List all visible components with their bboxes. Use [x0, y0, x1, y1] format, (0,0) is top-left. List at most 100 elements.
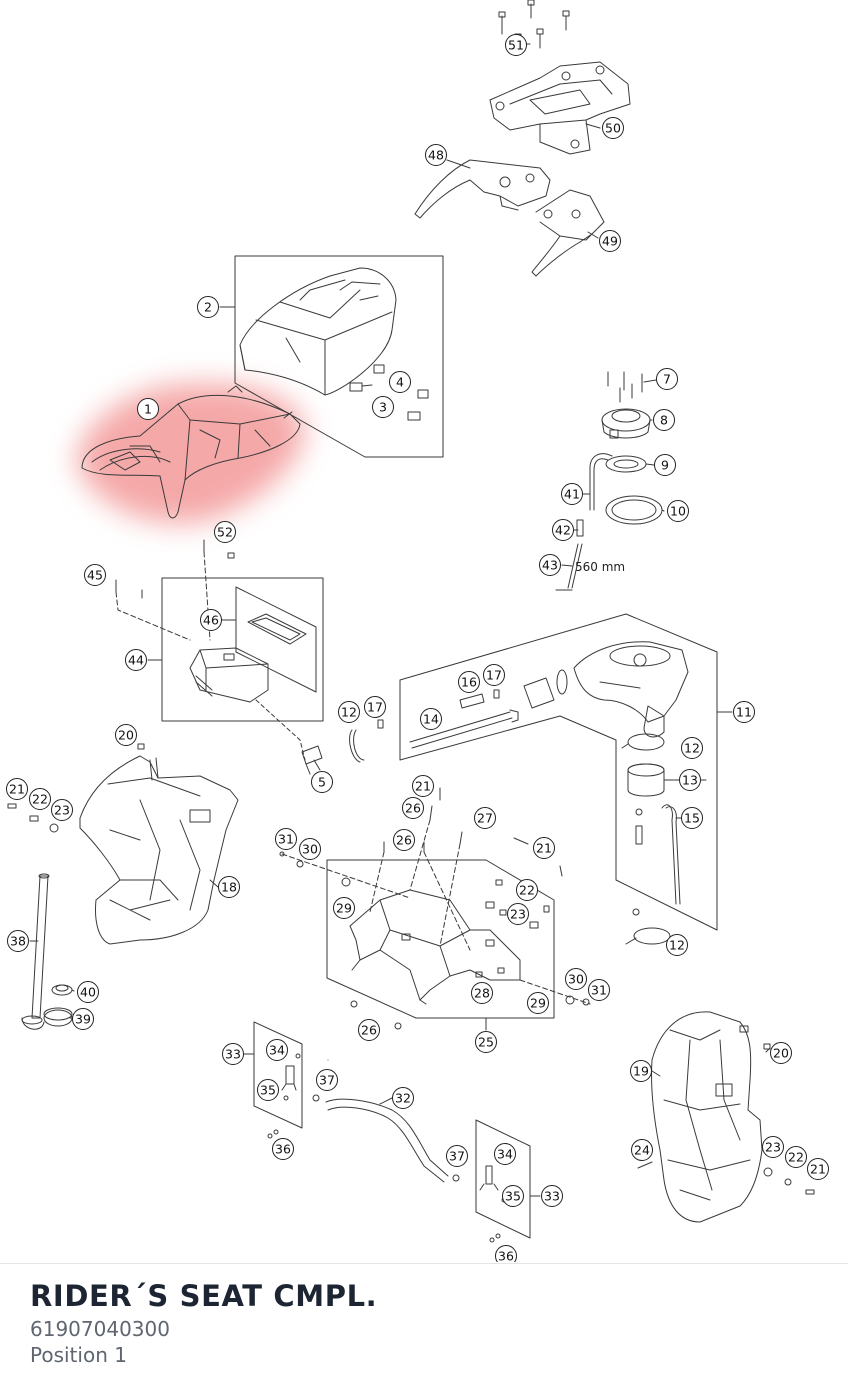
callout-c16[interactable]: 16	[458, 671, 480, 693]
fuel-hose-32-part[interactable]	[312, 1094, 460, 1183]
fuel-line-41-part[interactable]	[589, 453, 613, 511]
callout-c38[interactable]: 38	[7, 930, 29, 952]
callout-c31a[interactable]: 31	[275, 828, 297, 850]
callout-c7[interactable]: 7	[656, 368, 678, 390]
sleeve-16-part[interactable]	[459, 693, 485, 709]
callout-c21c[interactable]: 21	[533, 837, 555, 859]
tank-left-small-parts[interactable]	[7, 743, 145, 833]
frame-screws[interactable]	[279, 787, 591, 1030]
callout-c23a[interactable]: 23	[51, 799, 73, 821]
rubber-sleeve-part[interactable]	[523, 669, 568, 709]
callout-c37b[interactable]: 37	[446, 1145, 468, 1167]
callout-c51[interactable]: 51	[505, 34, 527, 56]
seal-ring-40-part[interactable]	[51, 984, 73, 996]
callout-c35b[interactable]: 35	[502, 1185, 524, 1207]
callout-c39[interactable]: 39	[72, 1008, 94, 1030]
fuel-level-sensor-part[interactable]	[267, 1053, 507, 1243]
filler-neck-part[interactable]	[573, 641, 689, 738]
callout-c49[interactable]: 49	[599, 230, 621, 252]
callout-c34b[interactable]: 34	[494, 1143, 516, 1165]
canister-screws[interactable]	[115, 539, 306, 761]
callout-c43[interactable]: 43	[539, 554, 561, 576]
callout-c10[interactable]: 10	[667, 500, 689, 522]
tank-ring-part[interactable]	[605, 495, 663, 525]
callout-c30b[interactable]: 30	[565, 968, 587, 990]
pillion-seat-part[interactable]	[239, 267, 397, 396]
callout-c4[interactable]: 4	[389, 371, 411, 393]
fuel-hose-14-part[interactable]	[409, 709, 519, 749]
callout-c25[interactable]: 25	[475, 1031, 497, 1053]
callout-c35a[interactable]: 35	[257, 1079, 279, 1101]
callout-c15[interactable]: 15	[681, 807, 703, 829]
callout-c33b[interactable]: 33	[541, 1185, 563, 1207]
callout-c37a[interactable]: 37	[316, 1069, 338, 1091]
callout-c26b[interactable]: 26	[393, 829, 415, 851]
callout-c22c[interactable]: 22	[785, 1146, 807, 1168]
callout-c36a[interactable]: 36	[272, 1138, 294, 1160]
callout-c41[interactable]: 41	[561, 483, 583, 505]
callout-c14[interactable]: 14	[420, 708, 442, 730]
callout-c22a[interactable]: 22	[29, 788, 51, 810]
fuel-tank-left-part[interactable]	[79, 755, 239, 945]
callout-c26a[interactable]: 26	[402, 797, 424, 819]
callout-c23b[interactable]: 23	[507, 903, 529, 925]
callout-c27[interactable]: 27	[474, 807, 496, 829]
callout-c9[interactable]: 9	[654, 454, 676, 476]
tank-pipe-38-part[interactable]	[21, 873, 50, 1030]
callout-c21a[interactable]: 21	[6, 778, 28, 800]
callout-c11[interactable]: 11	[733, 701, 755, 723]
callout-c46[interactable]: 46	[200, 609, 222, 631]
flange-seal-part[interactable]	[605, 455, 647, 473]
callout-c28[interactable]: 28	[471, 982, 493, 1004]
callout-c40[interactable]: 40	[77, 981, 99, 1003]
hose-clamp-12-part[interactable]	[627, 733, 671, 945]
grab-handle-right-part[interactable]	[531, 189, 605, 277]
callout-c50[interactable]: 50	[602, 117, 624, 139]
callout-c18[interactable]: 18	[218, 876, 240, 898]
callout-c42[interactable]: 42	[552, 519, 574, 541]
callout-c17b[interactable]: 17	[364, 696, 386, 718]
breather-hose-15-part[interactable]	[635, 804, 681, 905]
breather-hose-43-part[interactable]	[555, 543, 583, 591]
callout-c29a[interactable]: 29	[333, 897, 355, 919]
callout-c32[interactable]: 32	[392, 1087, 414, 1109]
cap-39-part[interactable]	[43, 1007, 73, 1027]
pump-screws-7[interactable]	[607, 371, 643, 403]
callout-c26c[interactable]: 26	[358, 1019, 380, 1041]
callout-c17a[interactable]: 17	[483, 664, 505, 686]
callout-c30a[interactable]: 30	[299, 838, 321, 860]
tank-right-small-parts[interactable]	[637, 1043, 815, 1195]
callout-c21b[interactable]: 21	[412, 775, 434, 797]
valve-5-part[interactable]	[301, 745, 323, 775]
callout-c2[interactable]: 2	[197, 296, 219, 318]
hose-clamp-42-part[interactable]	[576, 519, 584, 537]
tank-support-frame-part[interactable]	[349, 889, 521, 1005]
callout-c44[interactable]: 44	[125, 649, 147, 671]
callout-c13[interactable]: 13	[679, 769, 701, 791]
callout-c3[interactable]: 3	[372, 396, 394, 418]
fuel-pump-flange-part[interactable]	[601, 408, 651, 439]
callout-c48[interactable]: 48	[425, 144, 447, 166]
callout-c24[interactable]: 24	[631, 1139, 653, 1161]
carrier-plate-part[interactable]	[489, 61, 631, 155]
o-ring-12-part[interactable]	[349, 729, 365, 763]
callout-c21d[interactable]: 21	[807, 1158, 829, 1180]
callout-c31b[interactable]: 31	[588, 979, 610, 1001]
fuel-tank-right-part[interactable]	[650, 1011, 763, 1223]
callout-c12a[interactable]: 12	[338, 701, 360, 723]
callout-c36b[interactable]: 36	[495, 1245, 517, 1263]
callout-c5[interactable]: 5	[311, 771, 333, 793]
callout-c20a[interactable]: 20	[115, 724, 137, 746]
callout-c45[interactable]: 45	[84, 564, 106, 586]
callout-c20b[interactable]: 20	[770, 1042, 792, 1064]
activated-charcoal-canister-part[interactable]	[189, 647, 269, 703]
callout-c12c[interactable]: 12	[666, 934, 688, 956]
callout-c34a[interactable]: 34	[266, 1039, 288, 1061]
gasket-46-part[interactable]	[247, 613, 307, 645]
callout-c29b[interactable]: 29	[527, 992, 549, 1014]
rubber-sleeve-13-part[interactable]	[627, 763, 665, 797]
rider-seat-part[interactable]	[81, 385, 301, 519]
callout-c33a[interactable]: 33	[222, 1043, 244, 1065]
callout-c8[interactable]: 8	[653, 409, 675, 431]
grab-handle-left-part[interactable]	[414, 159, 551, 219]
